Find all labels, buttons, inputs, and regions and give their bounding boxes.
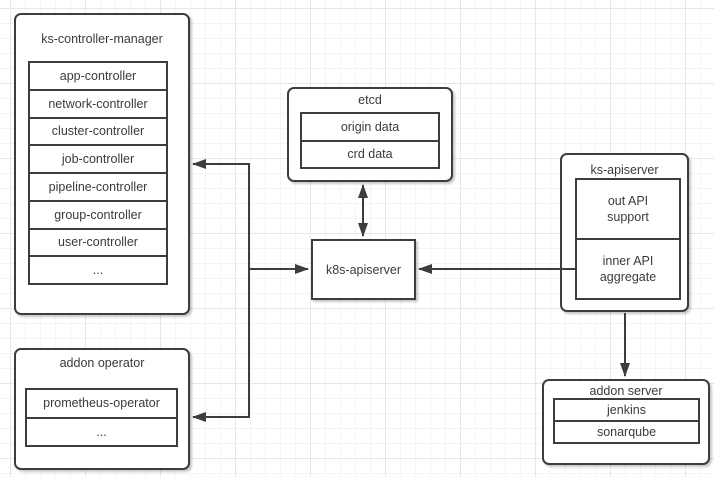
shape-label: ... [92, 263, 104, 278]
shape-prometheus-operator[interactable]: prometheus-operator [27, 390, 176, 419]
shape-pipeline-controller[interactable]: pipeline-controller [30, 174, 166, 202]
shape-label: sonarqube [596, 425, 657, 439]
node-title: addon operator [59, 356, 145, 370]
shape-group-controller[interactable]: group-controller [30, 201, 166, 230]
node-etcd[interactable]: etcd origin data crd data [287, 87, 453, 182]
shape-label: app-controller [59, 68, 137, 83]
addon-operator-list: prometheus-operator ... [25, 388, 178, 447]
etcd-data-list: origin data crd data [300, 112, 440, 169]
node-title: addon server [589, 384, 663, 398]
node-title: ks-apiserver [590, 163, 659, 177]
edge-to-ks-controller-manager-and-addon-operator[interactable] [192, 159, 250, 422]
shape-network-controller[interactable]: network-controller [30, 90, 166, 119]
node-addon-server[interactable]: addon server jenkins sonarqube [542, 379, 710, 465]
shape-label: jenkins [607, 403, 646, 417]
shape-crd-data[interactable]: crd data [302, 141, 438, 167]
shape-jenkins[interactable]: jenkins [555, 400, 698, 422]
shape-more-controllers[interactable]: ... [30, 257, 166, 283]
shape-app-controller[interactable]: app-controller [30, 63, 166, 91]
shape-out-api-support[interactable]: out API support [577, 180, 679, 240]
shape-label: prometheus-operator [43, 396, 160, 411]
shape-origin-data[interactable]: origin data [302, 114, 438, 142]
shape-label: crd data [347, 147, 393, 162]
shape-inner-api-aggregate[interactable]: inner API aggregate [577, 240, 679, 298]
shape-label: inner API aggregate [599, 254, 657, 284]
shape-label: network-controller [48, 96, 148, 111]
shape-label: user-controller [58, 235, 138, 250]
shape-cluster-controller[interactable]: cluster-controller [30, 118, 166, 147]
node-title: etcd [358, 93, 382, 107]
shape-more-operators[interactable]: ... [27, 418, 176, 445]
addon-server-list: jenkins sonarqube [553, 398, 700, 444]
shape-user-controller[interactable]: user-controller [30, 229, 166, 258]
shape-label: pipeline-controller [48, 179, 148, 194]
node-ks-apiserver[interactable]: ks-apiserver out API support inner API a… [560, 153, 689, 312]
shape-job-controller[interactable]: job-controller [30, 146, 166, 174]
node-title: ks-controller-manager [41, 32, 163, 46]
node-k8s-apiserver[interactable]: k8s-apiserver [311, 239, 416, 300]
shape-label: out API support [607, 194, 649, 224]
shape-label: cluster-controller [51, 124, 145, 139]
shape-sonarqube[interactable]: sonarqube [555, 422, 698, 442]
node-addon-operator[interactable]: addon operator prometheus-operator ... [14, 348, 190, 470]
shape-label: group-controller [54, 207, 142, 222]
controller-list: app-controller network-controller cluste… [28, 61, 168, 285]
ks-apiserver-parts: out API support inner API aggregate [575, 178, 681, 300]
shape-label: k8s-apiserver [325, 262, 402, 277]
shape-label: ... [96, 424, 107, 439]
shape-label: job-controller [61, 152, 135, 167]
shape-label: origin data [340, 119, 400, 134]
node-ks-controller-manager[interactable]: ks-controller-manager app-controller net… [14, 13, 190, 315]
